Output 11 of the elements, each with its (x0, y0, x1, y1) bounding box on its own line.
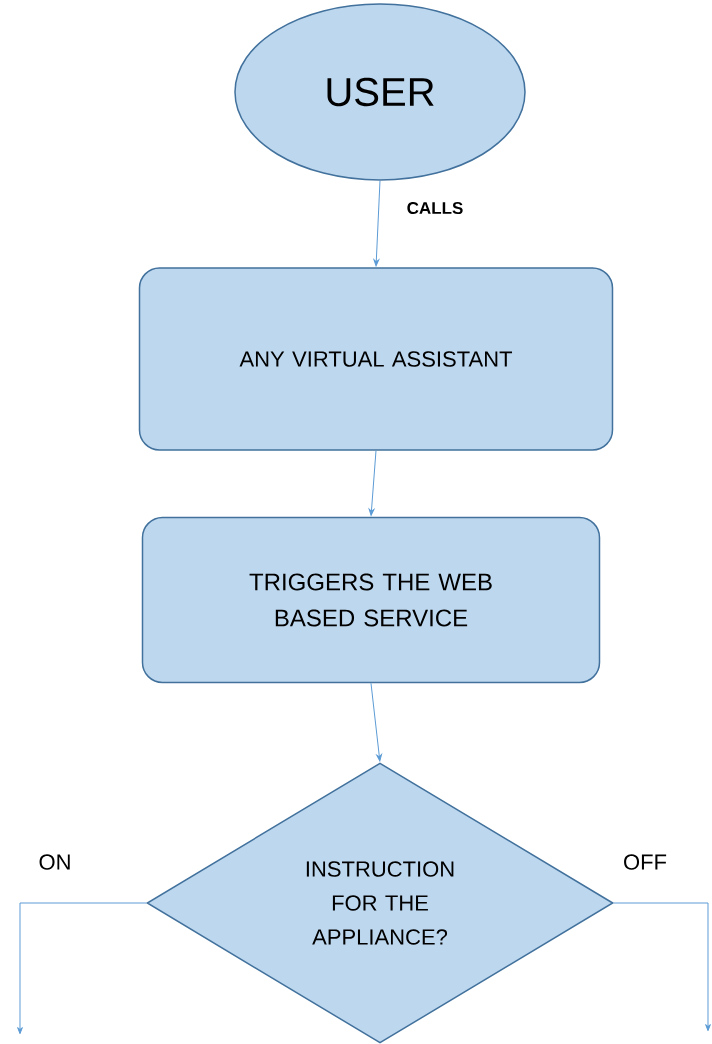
arrow (613, 902, 711, 1032)
ellipse-node: USER (234, 3, 526, 181)
arrow (17, 902, 147, 1035)
arrow (370, 682, 382, 762)
edge-label: OFF (622, 853, 668, 871)
edge-label: CALLS (405, 201, 465, 216)
edge-label: ON (37, 853, 73, 871)
process-box: TRIGGERS THE WEB BASED SERVICE (141, 516, 601, 684)
process-box: ANY VIRTUAL ASSISTANT (138, 267, 614, 451)
arrow (373, 180, 381, 267)
arrow (368, 450, 377, 516)
